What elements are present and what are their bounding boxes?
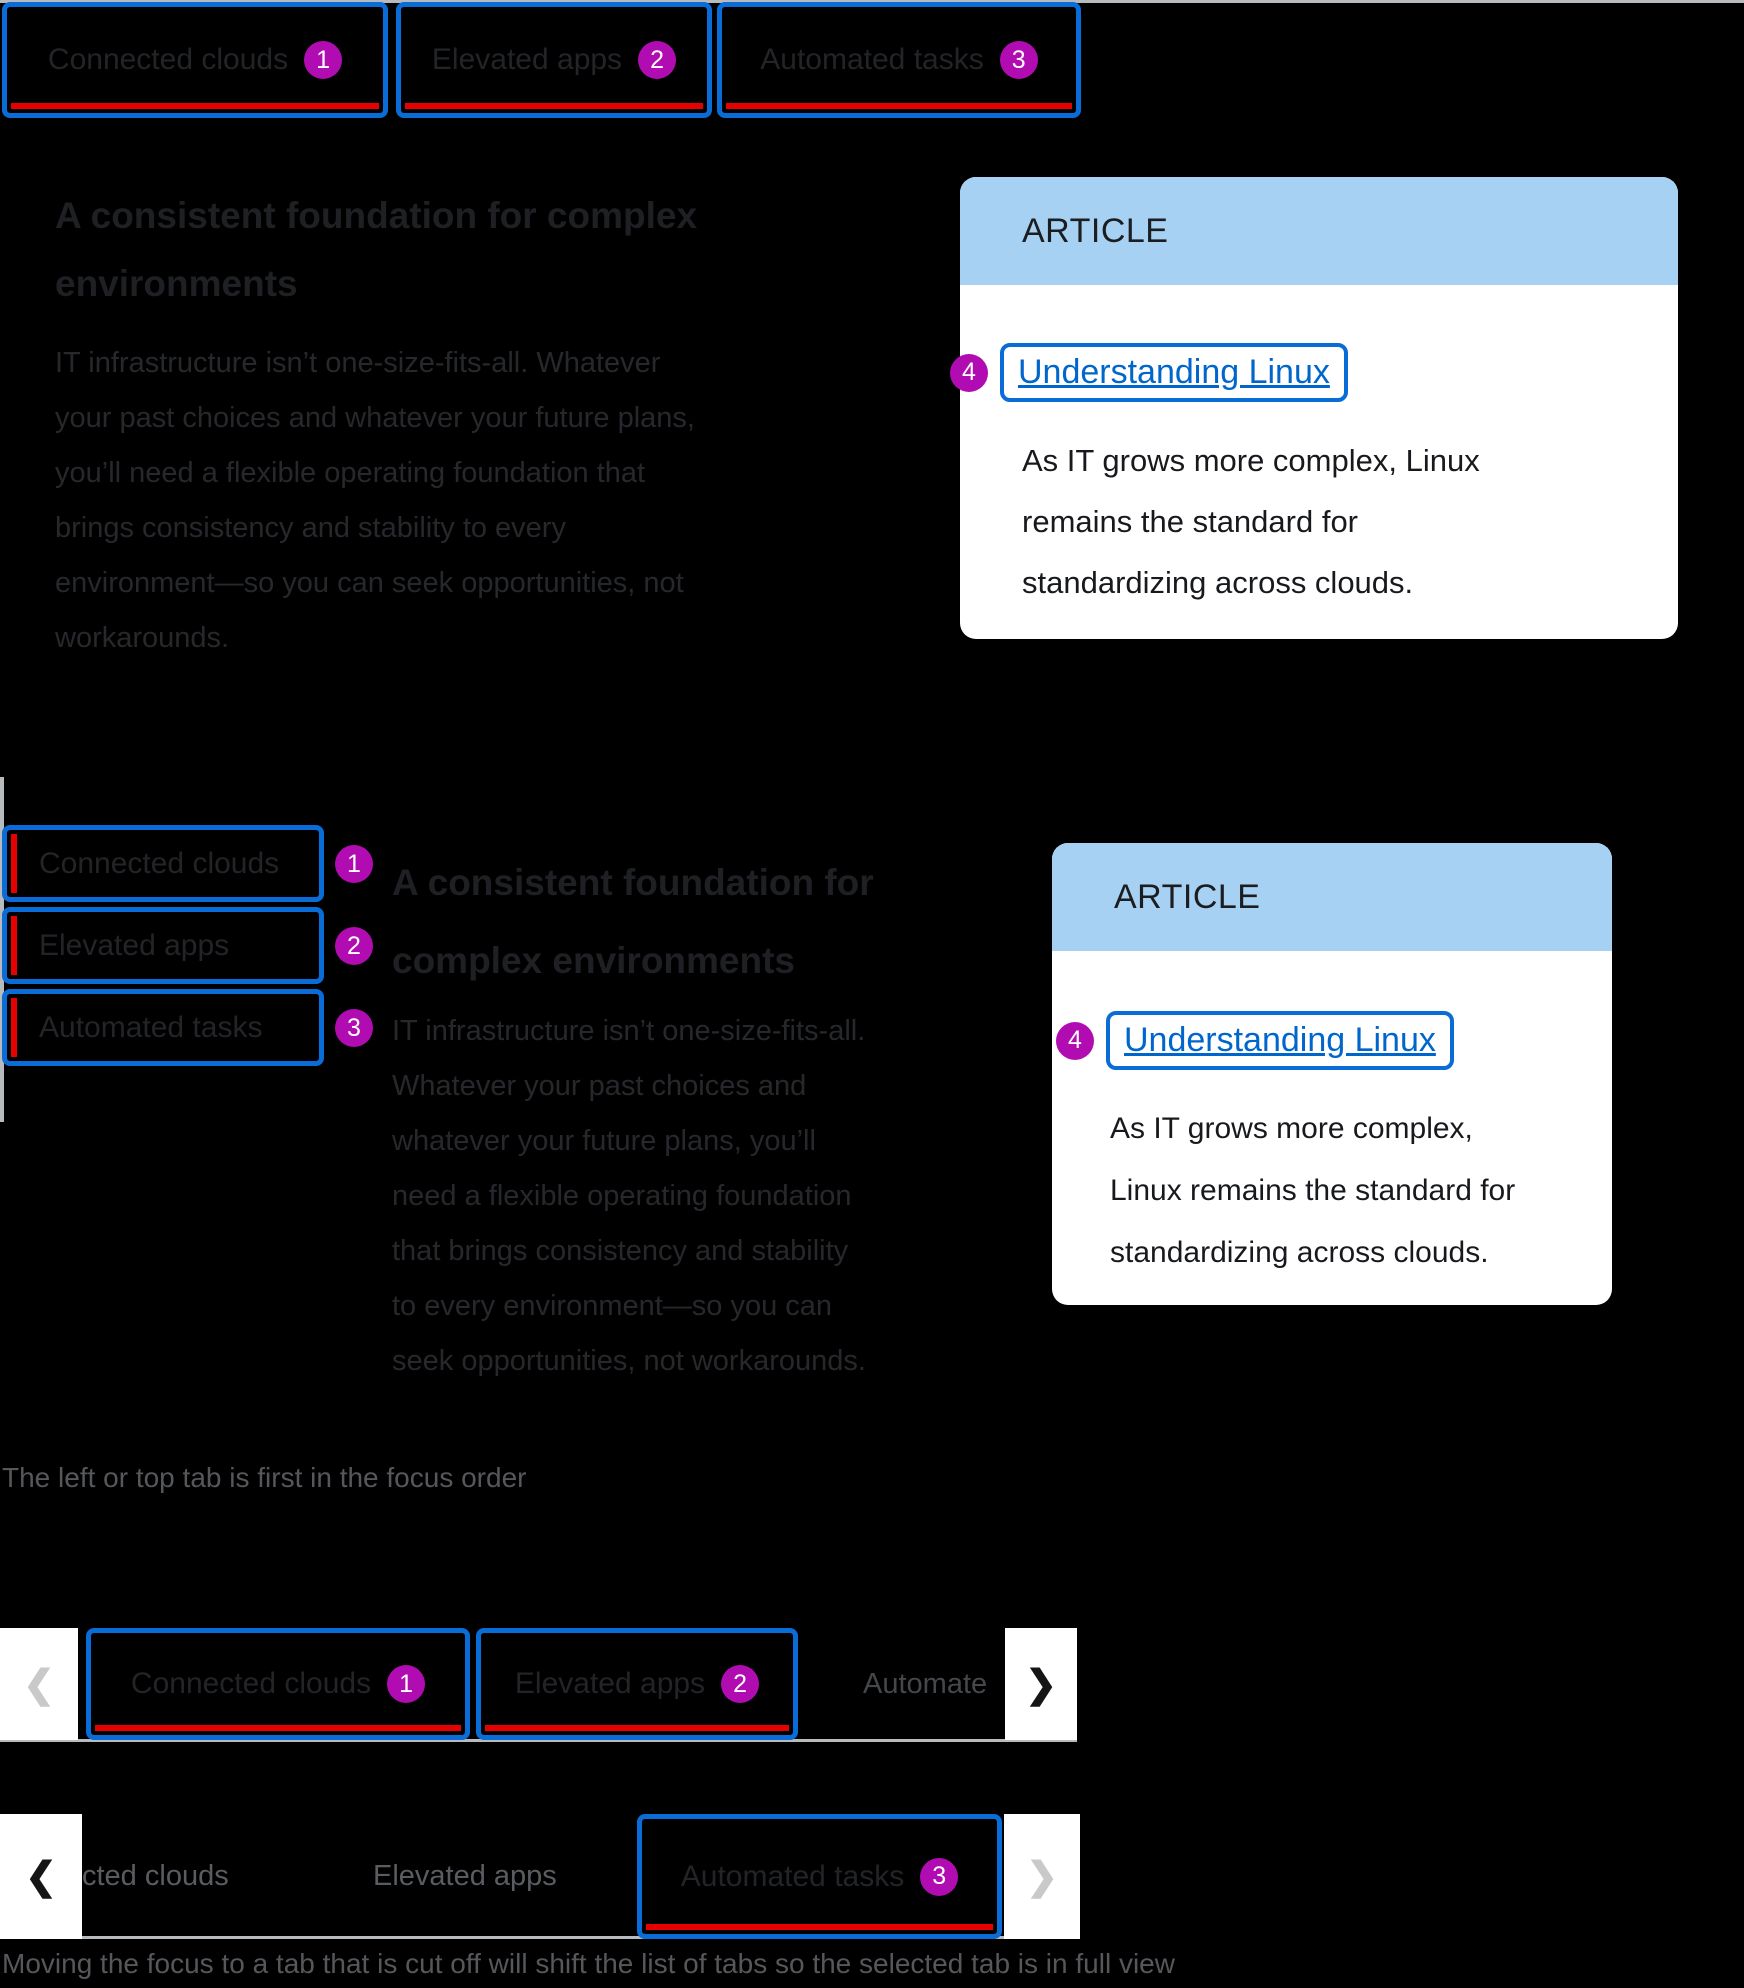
tab-connected-clouds-clipped[interactable]: cted clouds — [82, 1814, 229, 1939]
focus-order-badge: 3 — [999, 41, 1038, 79]
focus-order-badge: 2 — [638, 41, 677, 79]
tab-elevated-apps[interactable]: Elevated apps 2 — [396, 2, 712, 118]
focus-order-badge: 2 — [721, 1665, 760, 1703]
article-card: ARTICLE 4 Understanding Linux As IT grow… — [950, 177, 1678, 639]
chevron-right-icon: ❯ — [1026, 1856, 1058, 1898]
active-tab-indicator — [405, 103, 703, 109]
tab-label: Connected clouds — [47, 43, 289, 76]
scroll-right-button[interactable]: ❯ — [1005, 1628, 1077, 1740]
active-tab-indicator — [485, 1725, 789, 1731]
focus-order-badge: 4 — [1056, 1021, 1094, 1060]
tab-label: Connected clouds — [130, 1667, 372, 1700]
paragraph-line: IT infrastructure isn’t one-size-fits-al… — [55, 347, 661, 379]
active-tab-indicator — [726, 103, 1072, 109]
chevron-left-icon: ❮ — [25, 1856, 57, 1898]
article-link-row: 4 Understanding Linux — [1056, 1011, 1454, 1070]
scroll-left-button[interactable]: ❮ — [0, 1814, 82, 1939]
focus-order-badge: 1 — [335, 845, 373, 883]
active-tab-indicator — [646, 1924, 993, 1930]
paragraph-line: IT infrastructure isn’t one-size-fits-al… — [392, 1015, 866, 1047]
tabbar-bottom-border — [0, 0, 1744, 3]
active-tab-indicator — [11, 834, 17, 893]
paragraph-line: that brings consistency and stability — [392, 1235, 849, 1267]
article-card-label: ARTICLE — [1114, 877, 1261, 916]
article-card-header: ARTICLE — [1052, 843, 1612, 951]
tab-elevated-apps[interactable]: Elevated apps — [373, 1814, 557, 1939]
paragraph-line: you’ll need a flexible operating foundat… — [55, 457, 646, 489]
article-link-row: 4 Understanding Linux — [950, 343, 1348, 402]
tab-automated-tasks-clipped[interactable]: Automate — [863, 1628, 987, 1740]
focus-order-badge: 2 — [335, 927, 373, 965]
paragraph-line: seek opportunities, not workarounds. — [392, 1345, 866, 1377]
vtab-elevated-apps[interactable]: Elevated apps — [2, 907, 324, 984]
heading-line: A consistent foundation for complex — [55, 195, 698, 236]
active-tab-indicator — [95, 1725, 461, 1731]
tab-label: cted clouds — [82, 1860, 229, 1892]
content-heading: A consistent foundation for complex envi… — [55, 182, 697, 318]
focus-order-badge: 1 — [304, 41, 343, 79]
tab-connected-clouds[interactable]: Connected clouds 1 — [86, 1628, 470, 1740]
paragraph-line: Whatever your past choices and — [392, 1070, 807, 1102]
understanding-linux-link[interactable]: Understanding Linux — [1018, 353, 1330, 391]
tab-label: Automated tasks — [760, 43, 984, 76]
tab-label: Elevated apps — [431, 43, 623, 76]
link-focus-ring: Understanding Linux — [1000, 343, 1348, 402]
active-tab-indicator — [11, 998, 17, 1057]
scroll-right-button[interactable]: ❯ — [1004, 1814, 1080, 1939]
paragraph-line: to every environment—so you can — [392, 1290, 833, 1322]
tab-label: Elevated apps — [514, 1667, 706, 1700]
tabbar-bottom-border — [0, 1936, 1080, 1939]
paragraph-line: brings consistency and stability to ever… — [55, 512, 566, 544]
heading-line: complex environments — [392, 940, 796, 981]
heading-line: environments — [55, 263, 298, 304]
content-heading: A consistent foundation for complex envi… — [392, 844, 874, 1000]
link-focus-ring: Understanding Linux — [1106, 1011, 1454, 1070]
paragraph-line: whatever your future plans, you’ll — [392, 1125, 816, 1157]
paragraph-line: your past choices and whatever your futu… — [55, 402, 695, 434]
article-card-label: ARTICLE — [1022, 211, 1169, 250]
content-paragraph: IT infrastructure isn’t one-size-fits-al… — [392, 1004, 866, 1389]
vtab-automated-tasks[interactable]: Automated tasks — [2, 989, 324, 1066]
focus-order-badge: 3 — [920, 1857, 959, 1896]
heading-line: A consistent foundation for — [392, 862, 874, 903]
card-body-line: standardizing across clouds. — [1022, 565, 1414, 600]
card-body-line: standardizing across clouds. — [1110, 1236, 1489, 1269]
understanding-linux-link[interactable]: Understanding Linux — [1124, 1021, 1436, 1059]
focus-order-badge: 1 — [387, 1665, 426, 1703]
paragraph-line: workarounds. — [55, 622, 230, 654]
article-card: ARTICLE 4 Understanding Linux As IT grow… — [1052, 843, 1612, 1305]
tab-label: Elevated apps — [373, 1860, 557, 1892]
tab-connected-clouds[interactable]: Connected clouds 1 — [2, 2, 388, 118]
tabbar-bottom-border — [0, 1739, 1077, 1742]
caption-focus-order: The left or top tab is first in the focu… — [2, 1462, 527, 1493]
content-paragraph: IT infrastructure isn’t one-size-fits-al… — [55, 336, 695, 666]
active-tab-indicator — [11, 916, 17, 975]
active-tab-indicator — [11, 103, 379, 109]
tab-label: Automated tasks — [680, 1859, 905, 1893]
caption-overflow-behavior: Moving the focus to a tab that is cut of… — [2, 1948, 1175, 1979]
vtab-connected-clouds[interactable]: Connected clouds — [2, 825, 324, 902]
focus-order-badge: 4 — [950, 353, 988, 392]
article-card-body: As IT grows more complex, Linux remains … — [1022, 430, 1480, 613]
paragraph-line: need a flexible operating foundation — [392, 1180, 852, 1212]
card-body-line: As IT grows more complex, Linux — [1022, 443, 1480, 478]
chevron-left-icon: ❮ — [23, 1663, 55, 1706]
paragraph-line: environment—so you can seek opportunitie… — [55, 567, 684, 599]
card-body-line: Linux remains the standard for — [1110, 1174, 1516, 1207]
card-body-line: remains the standard for — [1022, 504, 1359, 539]
article-card-header: ARTICLE — [960, 177, 1678, 285]
tab-automated-tasks[interactable]: Automated tasks 3 — [717, 2, 1081, 118]
tab-label: Automated tasks — [39, 1010, 263, 1044]
scroll-left-button[interactable]: ❮ — [0, 1628, 78, 1740]
chevron-right-icon: ❯ — [1025, 1663, 1057, 1706]
article-card-body: As IT grows more complex, Linux remains … — [1110, 1098, 1515, 1284]
focus-order-badge: 3 — [335, 1009, 373, 1047]
tab-label: Automate — [863, 1667, 988, 1700]
tab-automated-tasks[interactable]: Automated tasks 3 — [637, 1814, 1002, 1939]
tab-label: Elevated apps — [39, 928, 230, 962]
card-body-line: As IT grows more complex, — [1110, 1112, 1473, 1145]
tab-label: Connected clouds — [39, 846, 280, 880]
tab-elevated-apps[interactable]: Elevated apps 2 — [476, 1628, 798, 1740]
